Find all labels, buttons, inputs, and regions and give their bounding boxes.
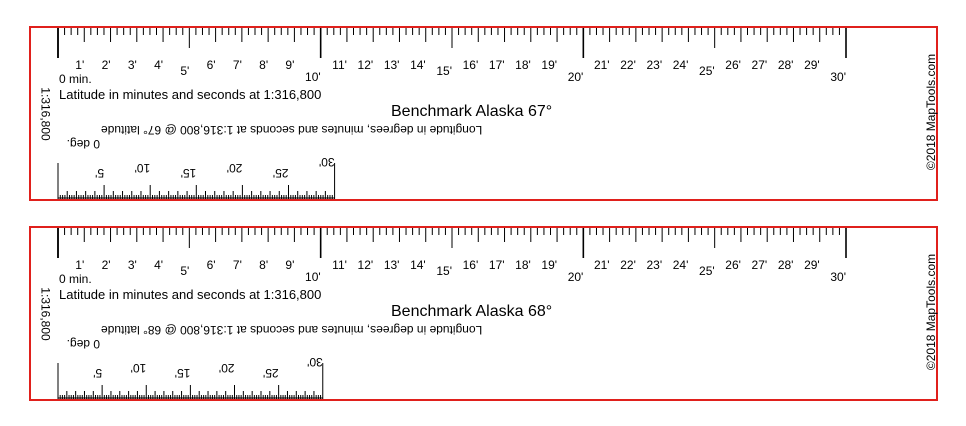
latitude-label: 8' (259, 58, 268, 72)
latitude-label: 11' (332, 258, 347, 272)
latitude-label: 26' (725, 58, 741, 72)
latitude-label: 19' (541, 258, 557, 272)
latitude-label: 26' (725, 258, 741, 272)
latitude-zero-label: 0 min. (59, 72, 92, 86)
latitude-label: 15' (436, 264, 452, 278)
latitude-label: 21' (594, 258, 610, 272)
latitude-label: 27' (752, 58, 768, 72)
latitude-label: 18' (515, 58, 531, 72)
longitude-zero-label: 0 deg. (67, 137, 100, 151)
latitude-label: 29' (804, 258, 820, 272)
ruler-scales: 1' 2' 3' 4' 5' 6' 7' 8' 9' 10' 11' 12' 13' 14' 15' 16' 1… (57, 28, 847, 199)
latitude-caption: Latitude in minutes and seconds at 1:316… (59, 87, 322, 102)
latitude-label: 16' (463, 58, 479, 72)
longitude-label: 5' (95, 166, 104, 180)
latitude-label: 28' (778, 258, 794, 272)
longitude-label: 10' (131, 361, 147, 375)
latitude-label: 27' (752, 258, 768, 272)
latitude-label: 10' (305, 70, 321, 84)
latitude-label: 22' (620, 58, 636, 72)
latitude-label: 20' (568, 270, 584, 284)
latitude-label: 20' (568, 70, 584, 84)
latitude-label: 10' (305, 270, 321, 284)
latitude-caption: Latitude in minutes and seconds at 1:316… (59, 287, 322, 302)
longitude-label: 20' (227, 161, 243, 175)
latitude-label: 22' (620, 258, 636, 272)
latitude-ticks (57, 28, 847, 58)
latitude-label: 23' (646, 58, 662, 72)
ruler-67: 1' 2' 3' 4' 5' 6' 7' 8' 9' 10' 11' 12' 13' 14' 15' 16' 1… (29, 26, 938, 201)
latitude-label: 11' (332, 58, 347, 72)
scale-note: 1:316,800 (38, 87, 53, 141)
latitude-label: 13' (384, 258, 400, 272)
longitude-zero-label: 0 deg. (67, 337, 100, 351)
latitude-label: 12' (358, 258, 374, 272)
latitude-label: 29' (804, 58, 820, 72)
latitude-label: 14' (410, 258, 426, 272)
latitude-label: 24' (673, 58, 689, 72)
longitude-label: 30' (319, 155, 335, 169)
longitude-caption: Longitude in degrees, minutes and second… (101, 323, 483, 337)
latitude-label: 13' (384, 58, 400, 72)
latitude-ticks (57, 228, 847, 258)
latitude-label: 4' (154, 258, 163, 272)
latitude-label: 18' (515, 258, 531, 272)
latitude-label: 1' (75, 258, 84, 272)
latitude-label: 25' (699, 264, 715, 278)
latitude-label: 2' (102, 58, 111, 72)
latitude-label: 24' (673, 258, 689, 272)
ruler-scales: 1' 2' 3' 4' 5' 6' 7' 8' 9' 10' 11' 12' 13' 14' 15' 16' 1… (57, 228, 847, 399)
longitude-ticks (57, 363, 324, 399)
latitude-label: 17' (489, 58, 505, 72)
latitude-label: 19' (541, 58, 557, 72)
latitude-label: 4' (154, 58, 163, 72)
latitude-label: 5' (180, 64, 189, 78)
latitude-label: 3' (128, 58, 137, 72)
longitude-label: 30' (307, 355, 323, 369)
latitude-label: 16' (463, 258, 479, 272)
longitude-label: 15' (181, 166, 197, 180)
longitude-label: 15' (175, 366, 191, 380)
latitude-label: 3' (128, 258, 137, 272)
longitude-label: 20' (219, 361, 235, 375)
latitude-label: 21' (594, 58, 610, 72)
latitude-label: 23' (646, 258, 662, 272)
ruler-title: Benchmark Alaska 67° (391, 103, 553, 120)
copyright: ©2018 MapTools.com (924, 253, 939, 371)
ruler-68: 1' 2' 3' 4' 5' 6' 7' 8' 9' 10' 11' 12' 13' 14' 15' 16' 1… (29, 226, 938, 401)
latitude-label: 30' (830, 270, 846, 284)
ruler-title: Benchmark Alaska 68° (391, 303, 553, 320)
latitude-label: 7' (233, 58, 242, 72)
latitude-label: 12' (358, 58, 374, 72)
latitude-label: 15' (436, 64, 452, 78)
longitude-caption: Longitude in degrees, minutes and second… (101, 123, 483, 137)
latitude-label: 7' (233, 258, 242, 272)
longitude-label: 10' (135, 161, 151, 175)
latitude-label: 6' (207, 258, 216, 272)
latitude-label: 1' (75, 58, 84, 72)
latitude-label: 6' (207, 58, 216, 72)
latitude-label: 9' (285, 258, 294, 272)
copyright: ©2018 MapTools.com (924, 53, 939, 171)
scale-note: 1:316,800 (38, 287, 53, 341)
latitude-label: 8' (259, 258, 268, 272)
longitude-label: 5' (93, 366, 102, 380)
latitude-label: 28' (778, 58, 794, 72)
latitude-label: 14' (410, 58, 426, 72)
longitude-label: 25' (273, 166, 289, 180)
latitude-label: 9' (285, 58, 294, 72)
latitude-label: 2' (102, 258, 111, 272)
latitude-label: 5' (180, 264, 189, 278)
latitude-label: 30' (830, 70, 846, 84)
latitude-zero-label: 0 min. (59, 272, 92, 286)
longitude-ticks (57, 163, 336, 199)
longitude-label: 25' (263, 366, 279, 380)
latitude-label: 25' (699, 64, 715, 78)
latitude-label: 17' (489, 258, 505, 272)
